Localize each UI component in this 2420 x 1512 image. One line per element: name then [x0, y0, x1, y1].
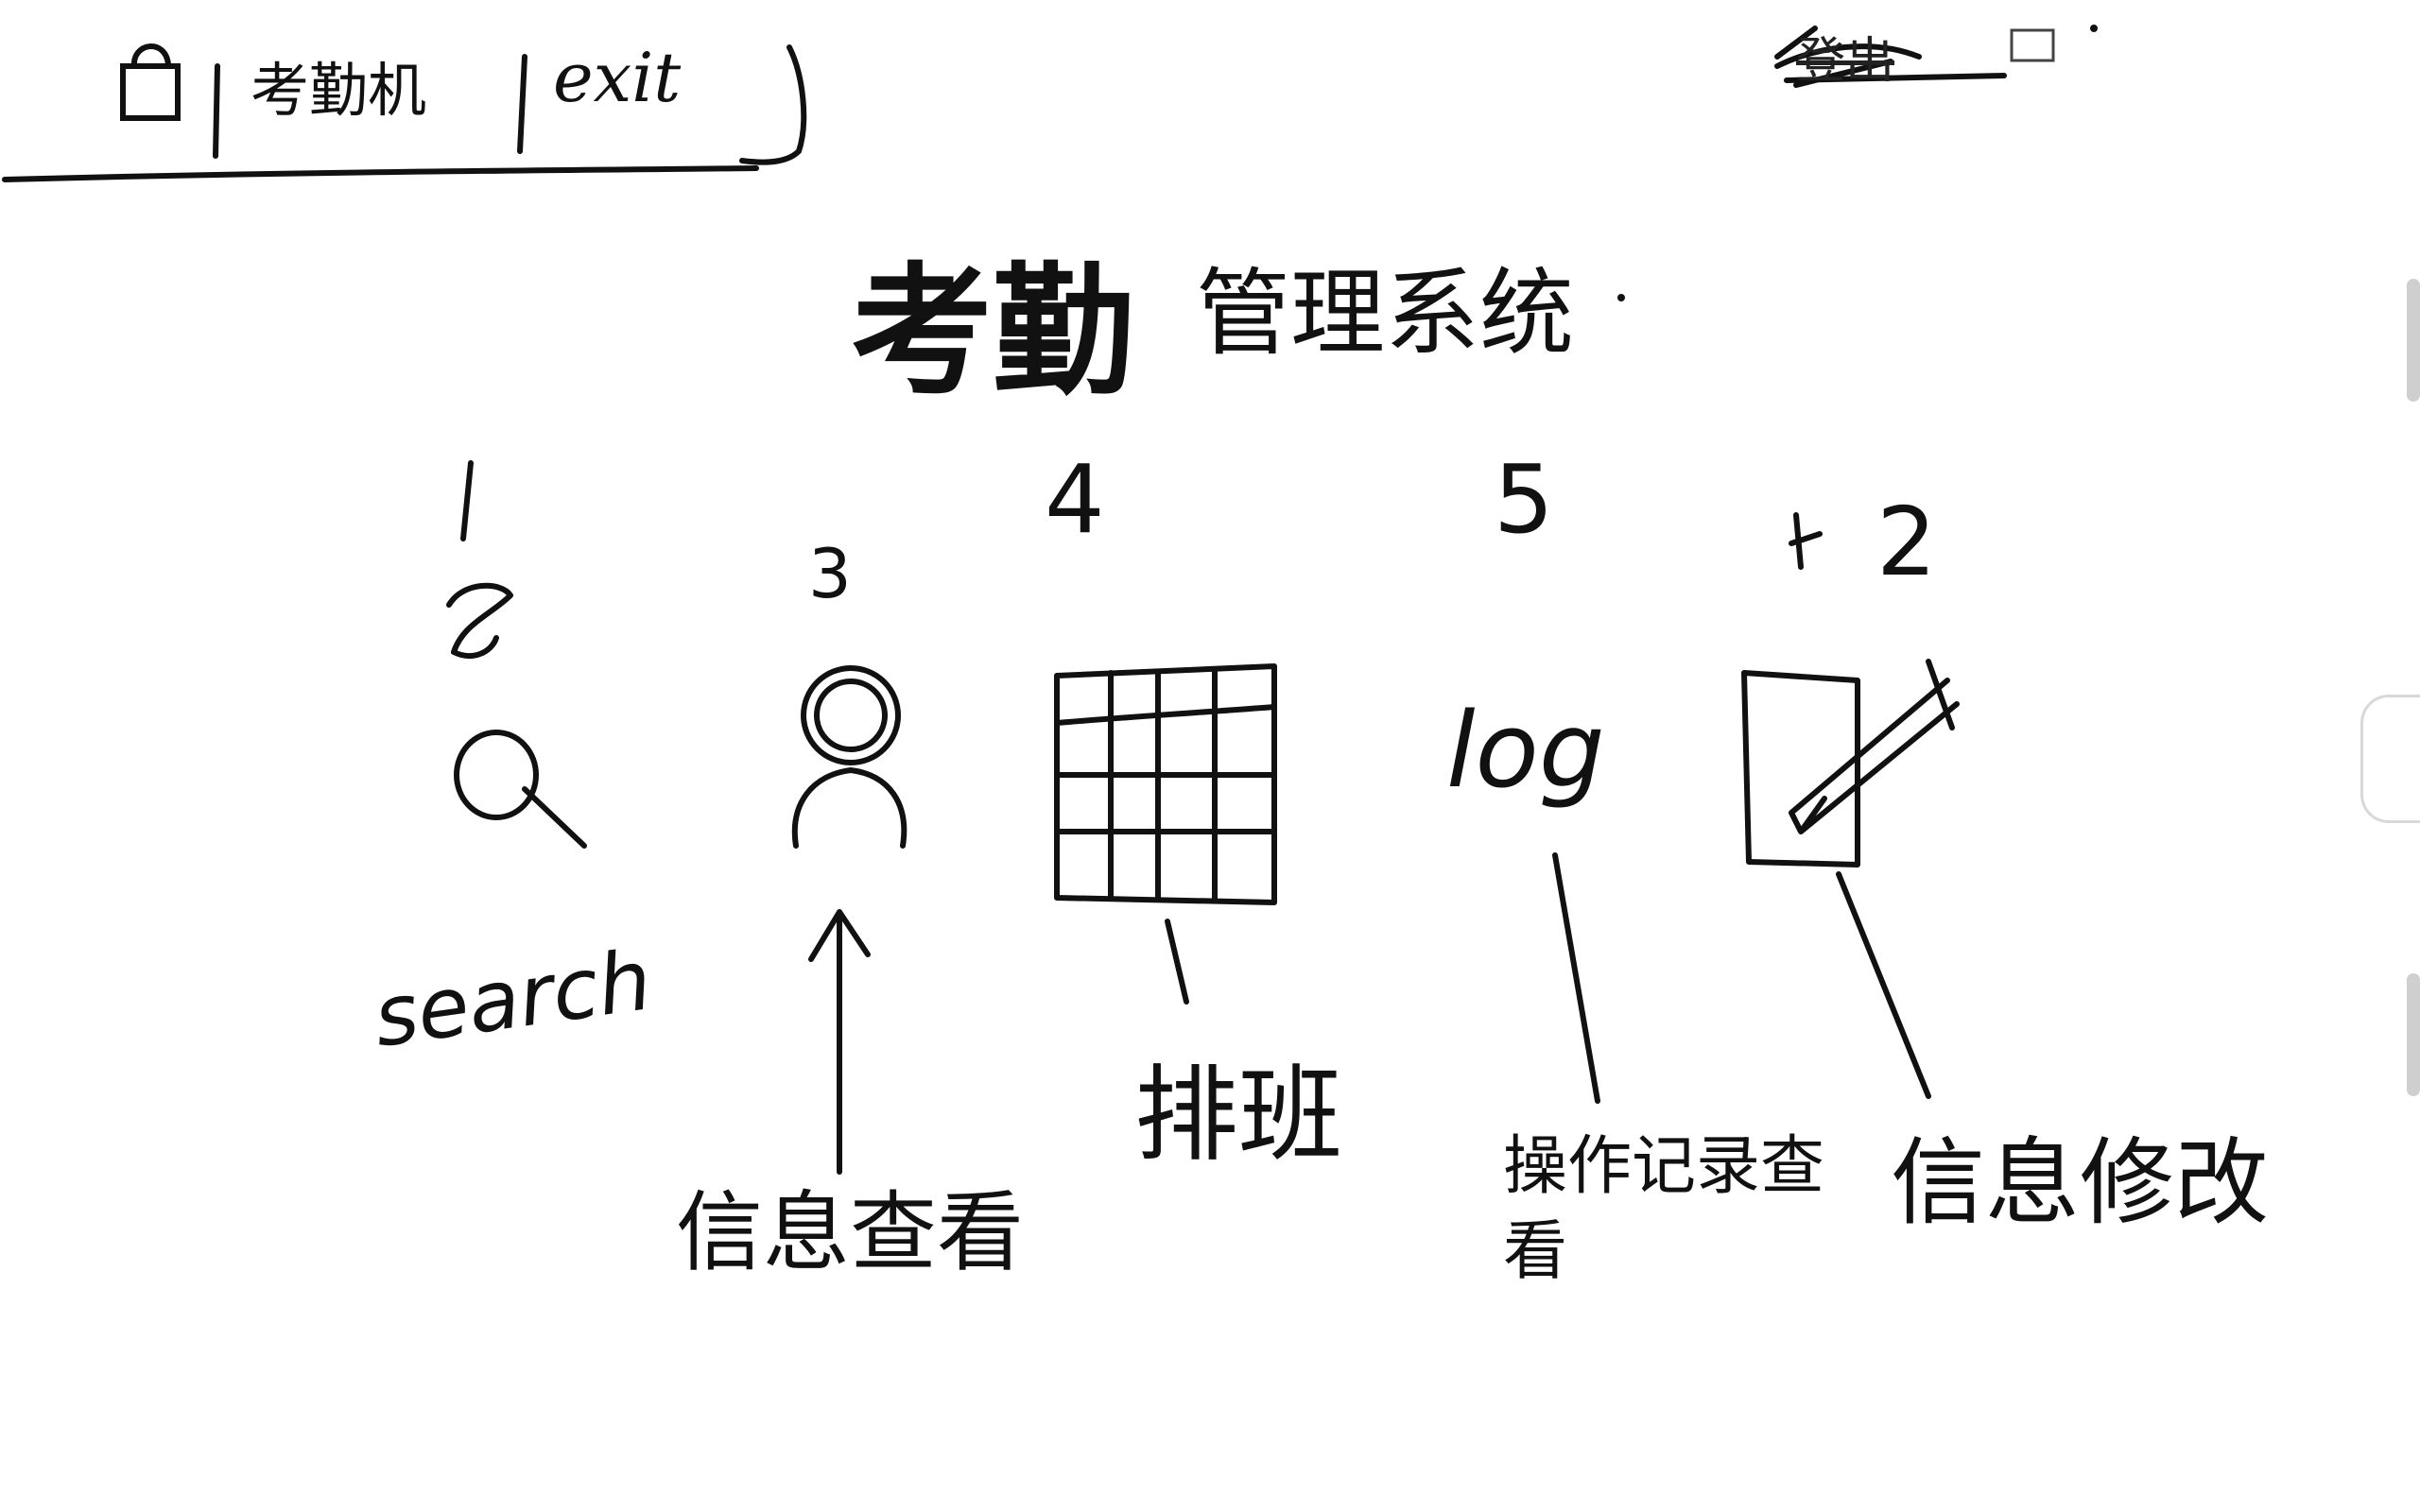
grid-icon: [1054, 663, 1277, 905]
feature-label-info-view[interactable]: 信息查看: [676, 1182, 1025, 1283]
line-to-log-label: [1552, 852, 1600, 1104]
tab-app[interactable]: 考勤机: [251, 56, 427, 125]
arrow-to-user: [808, 909, 871, 1175]
line-to-edit-label: [1836, 871, 1931, 1099]
top-right-scribble: [1774, 26, 1922, 88]
page-title: 考勤: [851, 250, 1135, 415]
side-handle[interactable]: [2360, 695, 2420, 823]
feature-label-schedule[interactable]: 排班: [1134, 1055, 1342, 1176]
line-to-schedule: [1165, 919, 1189, 1005]
header-right-bracket: [739, 44, 807, 165]
header-divider-2: [517, 54, 527, 154]
user-icon: [791, 665, 908, 849]
feature-number: 3: [808, 534, 852, 613]
number-two-erase: [1789, 512, 1823, 570]
logout-link[interactable]: 登出: [1796, 33, 1895, 90]
header-divider-1: [213, 63, 220, 159]
scrollbar-thumb-lower[interactable]: [2407, 973, 2420, 1096]
number-one-mark: [460, 460, 474, 541]
feature-number: 2: [1876, 487, 1937, 597]
feature-label-info-edit[interactable]: 信息修改: [1891, 1127, 2269, 1238]
edit-icon: [1741, 659, 1960, 868]
header-underline: [2, 165, 759, 182]
log-icon[interactable]: log: [1446, 690, 1605, 811]
feature-label-log-view[interactable]: 操作记录查看: [1503, 1129, 1825, 1289]
scrollbar-thumb[interactable]: [2407, 279, 2420, 402]
feature-number: 5: [1494, 444, 1554, 555]
tab-exit[interactable]: exit: [553, 38, 682, 117]
dot-mark: [2090, 25, 2098, 32]
lock-icon: [120, 43, 181, 121]
page-subtitle: 管理系统: [1196, 258, 1574, 369]
dot-mark: [1617, 294, 1625, 301]
window-icon: [2010, 28, 2055, 62]
erase-scribble-1: [446, 582, 513, 659]
feature-number: 4: [1045, 444, 1105, 555]
search-icon: [454, 730, 587, 849]
